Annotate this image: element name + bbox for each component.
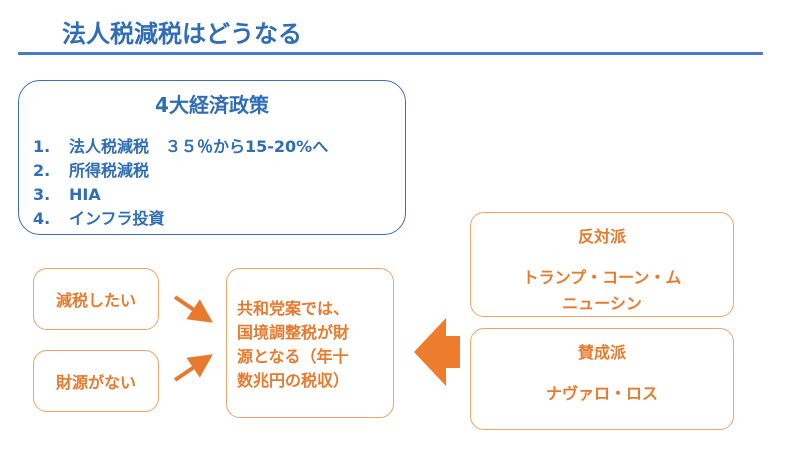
page-title: 法人税減税はどうなる	[62, 20, 302, 48]
policy-heading: 4大経済政策	[155, 93, 269, 117]
policy-item: 1.法人税減税 ３５％から15-20%へ	[33, 137, 329, 156]
opponents-label: 反対派	[577, 227, 626, 246]
want-tax-cut-label: 減税したい	[55, 291, 136, 310]
block-arrow-left-icon	[414, 318, 460, 386]
supporters-names: ナヴァロ・ロス	[545, 384, 658, 403]
want-tax-cut-box: 減税したい	[33, 268, 159, 330]
supporters-box: 賛成派 ナヴァロ・ロス	[470, 328, 734, 430]
policy-list: 1.法人税減税 ３５％から15-20%へ 2.所得税減税 3.HIA 4.インフ…	[33, 135, 328, 231]
arrow-down-right-icon	[173, 295, 213, 323]
policy-item: 4.インフラ投資	[33, 209, 165, 228]
policy-item: 3.HIA	[33, 185, 101, 204]
policy-item: 2.所得税減税	[33, 161, 150, 180]
arrow-up-right-icon	[173, 354, 213, 382]
policy-box: 4大経済政策 1.法人税減税 ３５％から15-20%へ 2.所得税減税 3.HI…	[18, 80, 406, 235]
no-funds-box: 財源がない	[33, 350, 159, 412]
republican-proposal-box: 共和党案では、 国境調整税が財 源となる（年十 数兆円の税収）	[226, 268, 394, 418]
title-underline	[18, 52, 763, 55]
supporters-label: 賛成派	[577, 343, 626, 362]
opponents-names: トランプ・コーン・ム ニューシン	[522, 268, 682, 313]
no-funds-label: 財源がない	[55, 373, 136, 392]
proposal-text: 共和党案では、 国境調整税が財 源となる（年十 数兆円の税収）	[237, 299, 350, 390]
opponents-box: 反対派 トランプ・コーン・ム ニューシン	[470, 212, 734, 317]
